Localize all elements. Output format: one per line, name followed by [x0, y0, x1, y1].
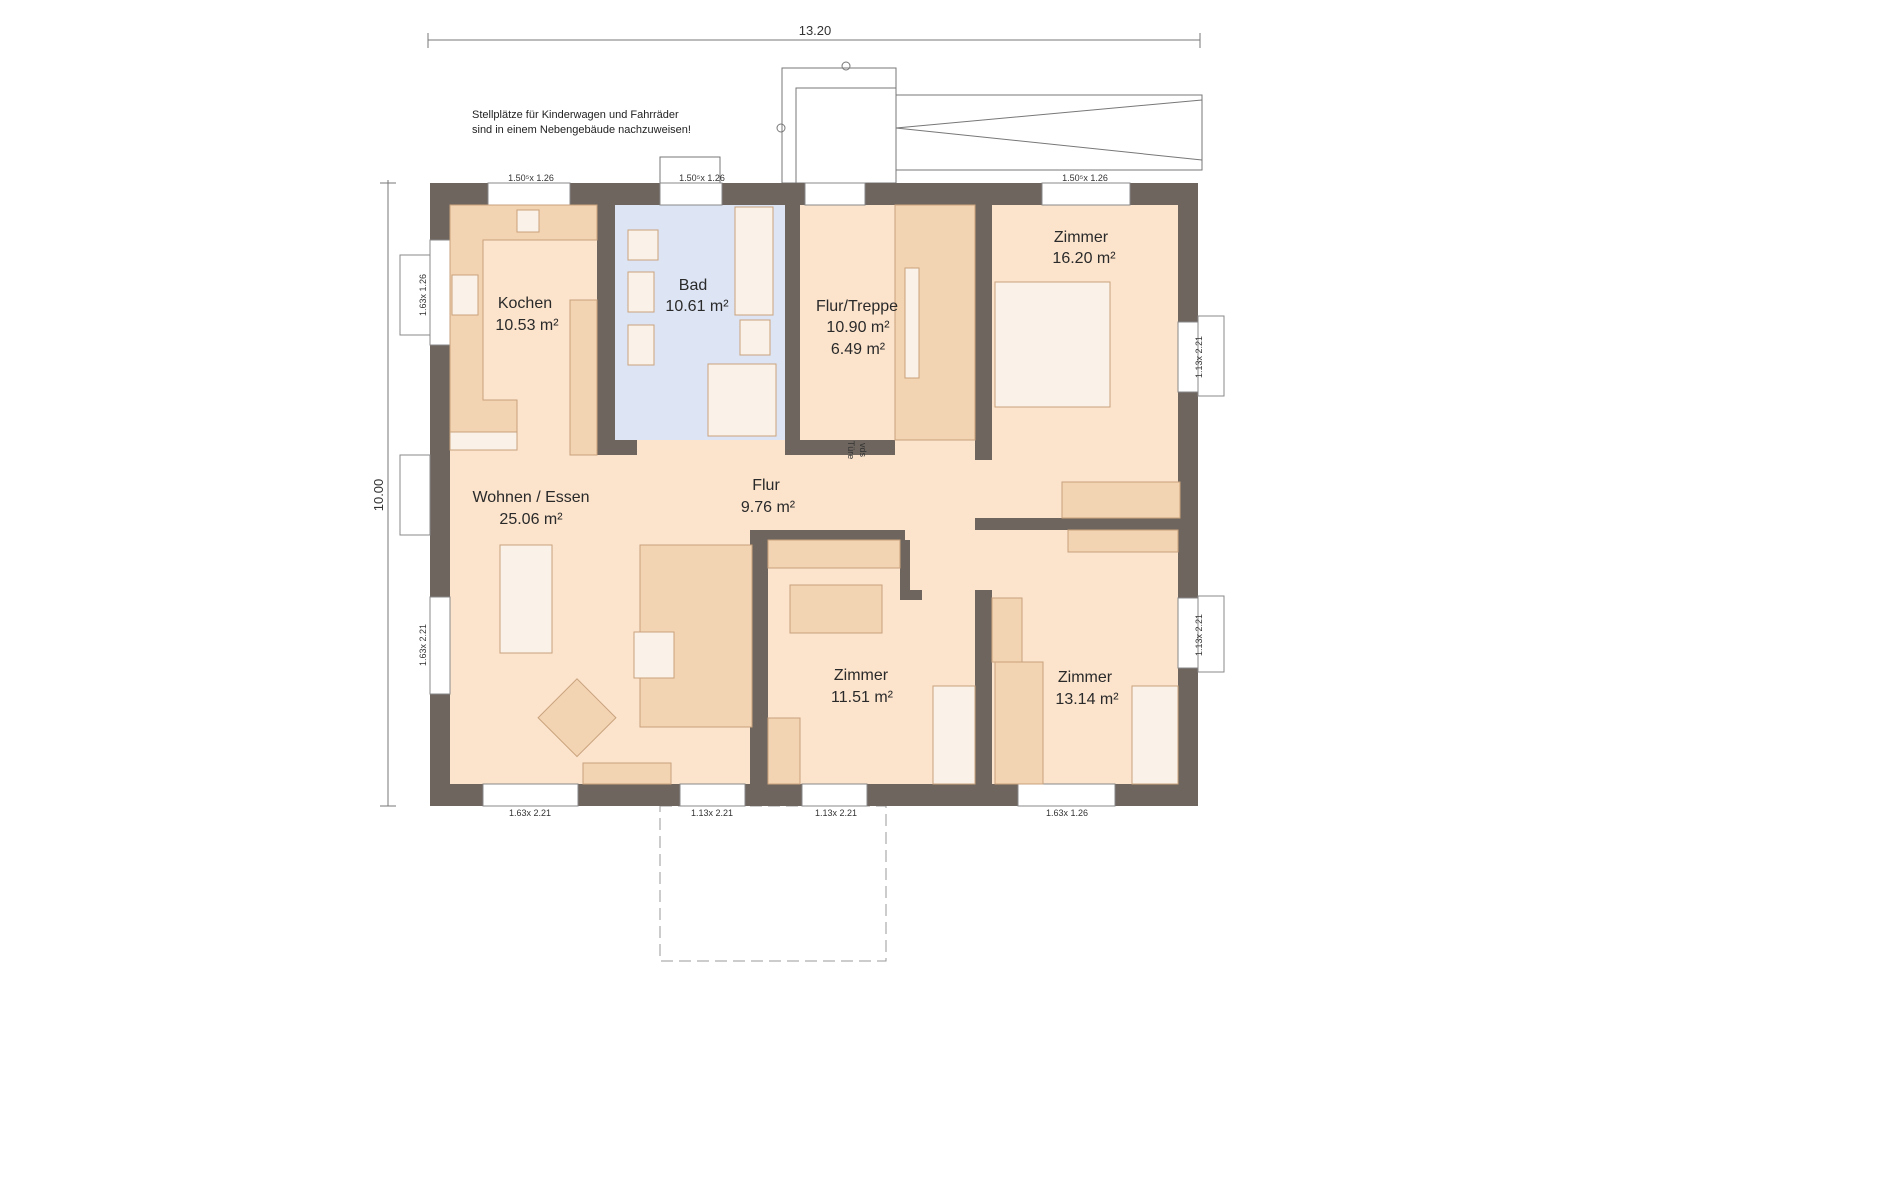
window-label-bottom-3: 1.13x 2.21 [815, 808, 857, 818]
note-line-2: sind in einem Nebengebäude nachzuweisen! [472, 124, 691, 136]
room-bad: Bad 10.61 m² [665, 277, 729, 315]
room-area-2: 6.49 m² [831, 341, 886, 358]
room-area: 11.51 m² [831, 689, 894, 706]
furniture [449, 204, 1181, 785]
door-label-vds: vds [858, 443, 868, 458]
room-area: 13.14 m² [1055, 691, 1119, 708]
window-label-right-1: 1.13x 2.21 [1194, 336, 1204, 378]
room-name: Wohnen / Essen [472, 489, 589, 506]
window-label-bottom-2: 1.13x 2.21 [691, 808, 733, 818]
room-name: Kochen [498, 295, 552, 312]
room-zimmer-1314: Zimmer 13.14 m² [1055, 669, 1119, 708]
room-area: 25.06 m² [499, 511, 563, 528]
window-label-top-3: 1.50⁵x 1.26 [1062, 173, 1108, 183]
room-name: Flur/Treppe [816, 298, 898, 315]
room-wohnen-essen: Wohnen / Essen 25.06 m² [472, 489, 589, 528]
room-name: Zimmer [1054, 229, 1109, 246]
window-label-top-2: 1.50⁵x 1.26 [679, 173, 725, 183]
room-name: Bad [679, 277, 707, 294]
window-label-left-1: 1.63x 1.26 [418, 274, 428, 316]
depth-label: 10.00 [371, 479, 386, 512]
window-label-top-1: 1.50⁵x 1.26 [508, 173, 554, 183]
door-label-tuere: Türe [846, 441, 856, 460]
room-name: Zimmer [1058, 669, 1113, 686]
room-area: 10.61 m² [665, 298, 729, 315]
window-label-bottom-4: 1.63x 1.26 [1046, 808, 1088, 818]
width-dimension: 13.20 [427, 23, 1201, 48]
room-flur-treppe: Flur/Treppe 10.90 m² 6.49 m² [816, 298, 898, 358]
entrance-canopy [659, 61, 1203, 184]
windows [399, 182, 1225, 807]
room-kochen: Kochen 10.53 m² [495, 295, 559, 334]
room-area: 10.53 m² [495, 317, 559, 334]
note-line-1: Stellplätze für Kinderwagen und Fahrräde… [472, 109, 679, 121]
terrace-outline [659, 805, 887, 962]
room-flur: Flur 9.76 m² [741, 477, 796, 516]
window-label-left-2: 1.63x 2.21 [418, 624, 428, 666]
width-label: 13.20 [799, 23, 832, 38]
window-label-bottom-1: 1.63x 2.21 [509, 808, 551, 818]
room-name: Flur [752, 477, 780, 494]
room-zimmer-1151: Zimmer 11.51 m² [831, 667, 894, 706]
room-area: 16.20 m² [1052, 250, 1116, 267]
depth-dimension: 10.00 [371, 180, 396, 807]
room-area: 9.76 m² [741, 499, 796, 516]
room-name: Zimmer [834, 667, 889, 684]
window-label-right-2: 1.13x 2.21 [1194, 614, 1204, 656]
room-zimmer-1620: Zimmer 16.20 m² [1052, 229, 1116, 267]
room-area: 10.90 m² [826, 319, 890, 336]
